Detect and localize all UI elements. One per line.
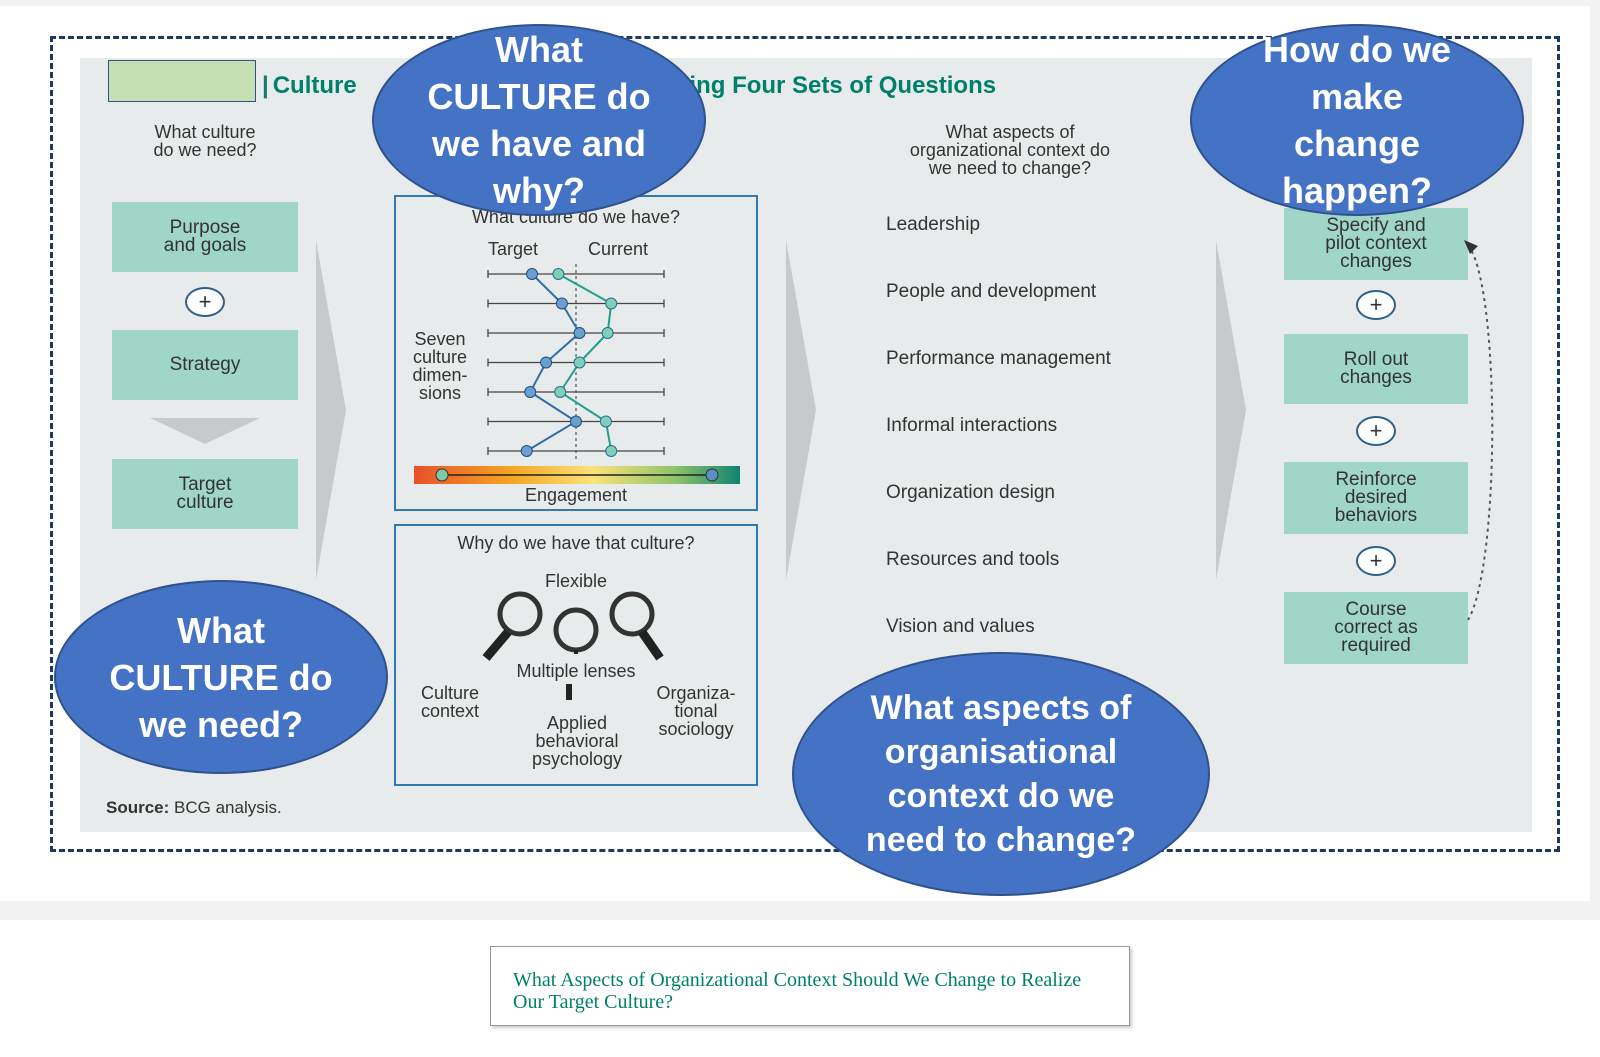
target-label: Target [488, 239, 539, 259]
context-item-informal: Informal interactions [886, 415, 1058, 436]
caption-text: What Aspects of Organizational Context S… [513, 969, 1082, 1013]
context-item-leadership: Leadership [886, 214, 981, 235]
current-point [554, 386, 567, 398]
feedback-loop-arrow [1464, 240, 1494, 621]
current-point [605, 297, 618, 310]
plus-icon: + [1356, 546, 1396, 576]
engagement-label: Engagement [524, 485, 628, 505]
target-point [524, 386, 537, 398]
target-point [540, 356, 553, 369]
current-label: Current [588, 239, 649, 259]
current-point [552, 268, 565, 280]
current-point [605, 445, 618, 457]
current-point [573, 356, 586, 369]
target-point [573, 327, 586, 339]
context-item-performance: Performance management [886, 348, 1111, 369]
handle-icon [566, 684, 572, 700]
plus-icon: + [1356, 416, 1396, 446]
context-item-people: People and development [886, 281, 1097, 302]
context-item-org-design: Organization design [886, 482, 1055, 503]
flexible-label: Flexible [544, 571, 608, 591]
why-culture-box [394, 524, 758, 786]
chevron-arrow-1 [316, 240, 346, 580]
context-item-vision: Vision and values [886, 616, 1035, 637]
target-point [526, 268, 538, 280]
engagement-bar [414, 466, 740, 484]
source-note: Source: BCG analysis. [106, 798, 282, 817]
chevron-arrow-2 [786, 240, 816, 580]
target-point [555, 297, 568, 310]
magnifying-glasses-icon [482, 591, 664, 661]
target-point [570, 415, 582, 428]
caption-box: What Aspects of Organizational Context S… [490, 946, 1130, 1026]
plus-icon: + [185, 287, 225, 317]
title-cover-box [108, 60, 256, 102]
current-point [599, 415, 612, 428]
culture-profile-chart [487, 262, 665, 462]
box-strategy: Strategy [112, 330, 298, 400]
context-item-resources: Resources and tools [886, 549, 1060, 570]
dashed-frame [50, 36, 1560, 852]
plus-icon: + [1356, 290, 1396, 320]
current-point [601, 327, 614, 339]
chevron-arrow-3 [1216, 240, 1246, 580]
lenses-label: Multiple lenses [516, 661, 636, 681]
target-point [520, 445, 533, 457]
why-heading: Why do we have that culture? [457, 533, 695, 553]
down-triangle-icon [150, 418, 260, 444]
